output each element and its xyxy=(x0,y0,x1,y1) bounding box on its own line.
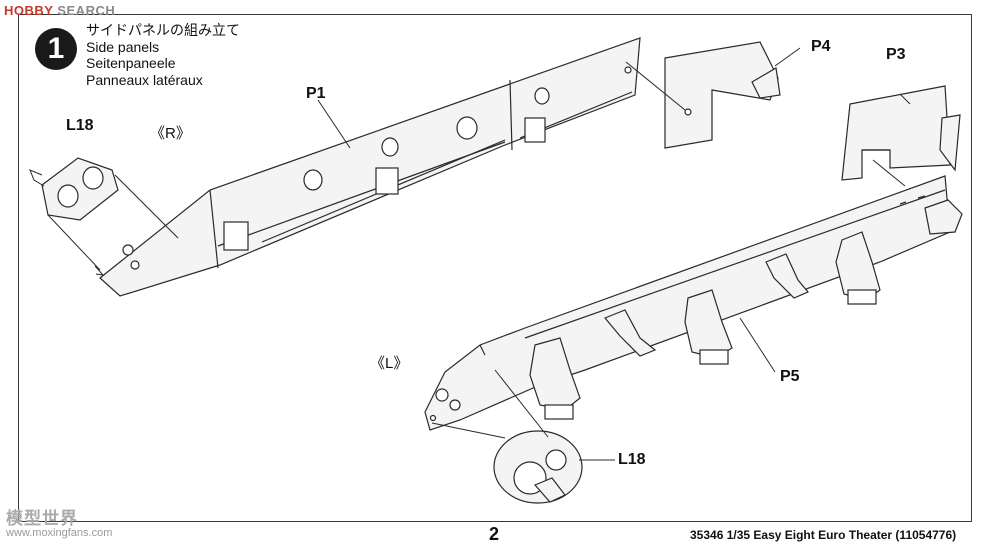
label-l18-top: L18 xyxy=(66,117,94,134)
panel-p3-drawing xyxy=(841,85,961,181)
label-p4: P4 xyxy=(811,38,831,55)
step-title-japanese: サイドパネルの組み立て xyxy=(86,22,240,38)
page-number: 2 xyxy=(489,524,500,544)
step-title-english: Side panels xyxy=(86,38,160,55)
page-frame xyxy=(18,14,972,522)
label-p3: P3 xyxy=(886,46,906,63)
side-marker-right: 《R》 xyxy=(150,125,191,142)
kit-info: 35346 1/35 Easy Eight Euro Theater (1105… xyxy=(690,528,957,542)
label-l18-bottom: L18 xyxy=(618,451,646,468)
watermark-search: SEARCH xyxy=(57,3,116,18)
step-title-german: Seitenpaneele xyxy=(86,55,176,71)
label-p1: P1 xyxy=(306,85,326,102)
panel-p4-drawing xyxy=(664,41,781,149)
step-titles: サイドパネルの組み立て Side panels Seitenpaneele Pa… xyxy=(86,22,240,88)
step-title-french: Panneaux latéraux xyxy=(86,71,203,88)
watermark-url: www.moxingfans.com xyxy=(6,527,113,539)
part-l18-top-drawing xyxy=(29,157,119,221)
side-marker-left: 《L》 xyxy=(370,355,409,372)
label-p5: P5 xyxy=(780,368,800,385)
part-l18-bottom-drawing xyxy=(493,430,583,504)
side-panel-p1 xyxy=(99,37,641,297)
suspension-mounts xyxy=(529,231,881,420)
hobbysearch-watermark: HOBBY SEARCH xyxy=(4,3,115,18)
step-number-badge: 1 xyxy=(35,28,77,70)
watermark-hobby: HOBBY xyxy=(4,3,54,18)
watermark-chinese: 模型世界 xyxy=(6,509,78,528)
moxingfans-watermark: 模型世界 www.moxingfans.com xyxy=(6,504,112,539)
